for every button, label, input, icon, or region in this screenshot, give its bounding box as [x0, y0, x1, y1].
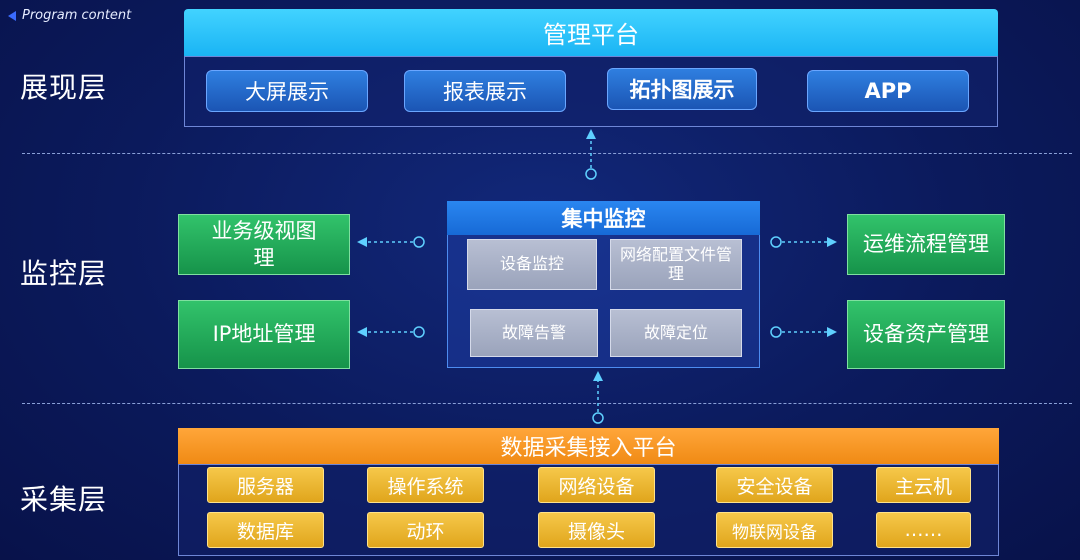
connector-right-bottom-dot: [770, 326, 782, 338]
report-display-button[interactable]: 报表展示: [404, 70, 566, 112]
central-monitoring-title: 集中监控: [561, 207, 646, 231]
layer-divider-bottom: [22, 403, 1072, 404]
network-config-line-2: 理: [667, 263, 684, 283]
security-device-label: 安全设备: [736, 475, 813, 498]
app-label: APP: [864, 79, 912, 103]
data-collection-header: 数据采集接入平台: [178, 428, 999, 464]
more-button[interactable]: ……: [876, 512, 971, 548]
network-device-label: 网络设备: [558, 475, 635, 498]
network-config-label: 网络配置文件管 理: [619, 245, 732, 283]
network-config-cell[interactable]: 网络配置文件管 理: [610, 239, 742, 290]
more-label: ……: [904, 519, 943, 541]
big-screen-display-label: 大屏展示: [245, 80, 329, 104]
connector-left-top-dot: [413, 236, 425, 248]
security-device-button[interactable]: 安全设备: [716, 467, 833, 503]
ops-process-module[interactable]: 运维流程管理: [847, 214, 1005, 275]
network-device-button[interactable]: 网络设备: [538, 467, 655, 503]
connector-up-presentation-dot: [585, 168, 597, 180]
network-config-line-1: 网络配置文件管: [619, 245, 732, 265]
bullet-arrow-icon: [8, 10, 16, 21]
connector-right-top-dot: [770, 236, 782, 248]
iot-device-label: 物联网设备: [732, 522, 817, 543]
connector-up-monitoring-dot: [592, 412, 604, 424]
report-display-label: 报表展示: [443, 80, 527, 104]
layer-label-monitoring: 监控层: [20, 257, 108, 290]
layer-label-presentation: 展现层: [20, 71, 108, 104]
fault-alarm-cell[interactable]: 故障告警: [470, 309, 598, 357]
ip-address-module[interactable]: IP地址管理: [178, 300, 350, 369]
big-screen-display-button[interactable]: 大屏展示: [206, 70, 368, 112]
device-monitoring-cell[interactable]: 设备监控: [467, 239, 597, 290]
camera-button[interactable]: 摄像头: [538, 512, 655, 548]
topology-display-button[interactable]: 拓扑图展示: [607, 68, 757, 110]
camera-label: 摄像头: [567, 520, 625, 543]
app-button[interactable]: APP: [807, 70, 969, 112]
host-machine-button[interactable]: 主云机: [876, 467, 971, 503]
ops-process-label: 运维流程管理: [863, 232, 989, 257]
fault-alarm-label: 故障告警: [501, 322, 566, 342]
layer-divider-top: [22, 153, 1072, 154]
business-view-module[interactable]: 业务级视图 理: [178, 214, 350, 275]
power-environment-label: 动环: [406, 520, 445, 543]
connector-left-bottom-dot: [413, 326, 425, 338]
program-content-text: Program content: [22, 8, 132, 23]
asset-management-module[interactable]: 设备资产管理: [847, 300, 1005, 369]
topology-display-label: 拓扑图展示: [629, 78, 735, 102]
server-button[interactable]: 服务器: [207, 467, 324, 503]
business-view-line-2: 理: [253, 245, 275, 270]
fault-location-label: 故障定位: [643, 322, 708, 342]
central-monitoring-header: 集中监控: [447, 201, 760, 235]
iot-device-button[interactable]: 物联网设备: [716, 512, 833, 548]
management-platform-header: 管理平台: [184, 9, 998, 56]
database-button[interactable]: 数据库: [207, 512, 324, 548]
business-view-line-1: 业务级视图: [211, 219, 317, 244]
management-platform-title: 管理平台: [543, 21, 639, 49]
asset-management-label: 设备资产管理: [863, 322, 989, 347]
data-collection-title: 数据采集接入平台: [500, 436, 677, 461]
power-environment-button[interactable]: 动环: [367, 512, 484, 548]
os-button[interactable]: 操作系统: [367, 467, 484, 503]
os-label: 操作系统: [387, 475, 464, 498]
ip-address-label: IP地址管理: [212, 322, 316, 347]
program-content-note: Program content: [8, 8, 131, 23]
fault-location-cell[interactable]: 故障定位: [610, 309, 742, 357]
host-machine-label: 主云机: [894, 475, 952, 498]
server-label: 服务器: [236, 475, 294, 498]
business-view-label: 业务级视图 理: [212, 218, 317, 271]
layer-label-collection: 采集层: [20, 483, 108, 516]
device-monitoring-label: 设备监控: [499, 254, 564, 274]
database-label: 数据库: [236, 520, 294, 543]
